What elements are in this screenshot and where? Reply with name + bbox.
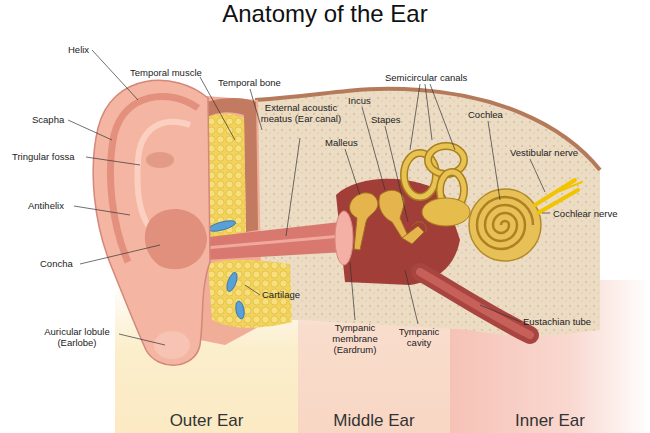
part-label: Cochlea xyxy=(468,109,513,120)
leader-lines xyxy=(250,89,262,130)
part-label: Scapha xyxy=(32,114,72,125)
leader-lines xyxy=(488,121,500,200)
ossicles-shape xyxy=(402,226,424,244)
part-label: Vestibular nerve xyxy=(510,147,592,158)
part-label: Temporal bone xyxy=(218,77,293,88)
ossicles-shape xyxy=(412,222,426,232)
ossicles-shape xyxy=(379,190,408,238)
part-label: Helix xyxy=(68,44,108,55)
ear-canal-shape xyxy=(205,236,342,248)
part-label: Tympanic cavity xyxy=(396,326,442,348)
cochlea-shape xyxy=(477,197,533,249)
pinna-shape xyxy=(145,209,207,269)
pinna-shape xyxy=(93,80,210,365)
leader-lines xyxy=(68,50,550,345)
temporal-muscle-shape xyxy=(207,219,236,234)
leader-lines xyxy=(119,334,165,345)
ear-canal-shape xyxy=(200,222,345,260)
region-name: Outer Ear xyxy=(170,411,244,431)
eustachian-tube-shape xyxy=(420,272,530,335)
part-label: Concha xyxy=(40,258,82,269)
part-label: Tympanic membrane (Eardrum) xyxy=(328,322,382,355)
temporal-bone-shape xyxy=(255,89,600,336)
diagram-title: Anatomy of the Ear xyxy=(0,0,650,28)
part-label: Tringular fossa xyxy=(12,151,88,162)
ossicles-shape xyxy=(350,193,378,250)
leader-lines xyxy=(425,84,432,140)
part-label: Cartilage xyxy=(262,289,308,300)
leader-lines xyxy=(350,262,355,320)
part-label: Antihelix xyxy=(28,200,78,211)
pinna-shape xyxy=(146,152,174,168)
part-label: Temporal muscle xyxy=(130,67,212,78)
part-label: Incus xyxy=(348,95,378,106)
leader-lines xyxy=(86,157,140,165)
leader-lines xyxy=(286,138,300,236)
leader-lines xyxy=(405,270,418,324)
leader-lines xyxy=(80,245,160,264)
semicircular-canals-shape xyxy=(404,146,470,226)
temporal-bone-shape xyxy=(255,89,600,336)
part-label: Auricular lobule (Earlobe) xyxy=(36,326,118,348)
cartilage-shape xyxy=(225,271,239,293)
leader-lines xyxy=(410,84,420,150)
eustachian-tube-shape xyxy=(420,272,530,335)
part-label: Stapes xyxy=(371,114,406,125)
pinna-shape xyxy=(93,80,210,365)
cochlea-shape xyxy=(469,189,541,261)
eustachian-tube-shape xyxy=(420,272,530,335)
part-label: Eustachian tube xyxy=(523,316,605,327)
part-label: Malleus xyxy=(325,137,365,148)
leader-lines xyxy=(74,206,130,215)
leader-lines xyxy=(345,149,360,195)
eardrum-shape xyxy=(335,211,353,265)
leader-lines xyxy=(245,285,260,295)
leader-lines xyxy=(68,120,112,140)
cochlea-shape xyxy=(469,189,541,261)
part-label: Semicircular canals xyxy=(385,72,485,83)
nerve-shape xyxy=(560,182,582,191)
leader-lines xyxy=(480,305,521,322)
leader-lines xyxy=(542,213,550,214)
leader-lines xyxy=(430,84,455,150)
leader-lines xyxy=(530,159,545,192)
region-name: Inner Ear xyxy=(515,411,585,431)
region-name: Middle Ear xyxy=(333,411,414,431)
leader-lines xyxy=(385,126,408,222)
part-label: Cochlear nerve xyxy=(553,208,633,219)
semicircular-canals-shape xyxy=(422,198,470,226)
cartilage-shape xyxy=(234,300,245,319)
pinna-shape xyxy=(154,331,190,359)
part-label: External acoustic meatus (Ear canal) xyxy=(260,102,342,124)
eardrum-shape xyxy=(335,211,353,265)
ear-canal-shape xyxy=(200,222,345,260)
